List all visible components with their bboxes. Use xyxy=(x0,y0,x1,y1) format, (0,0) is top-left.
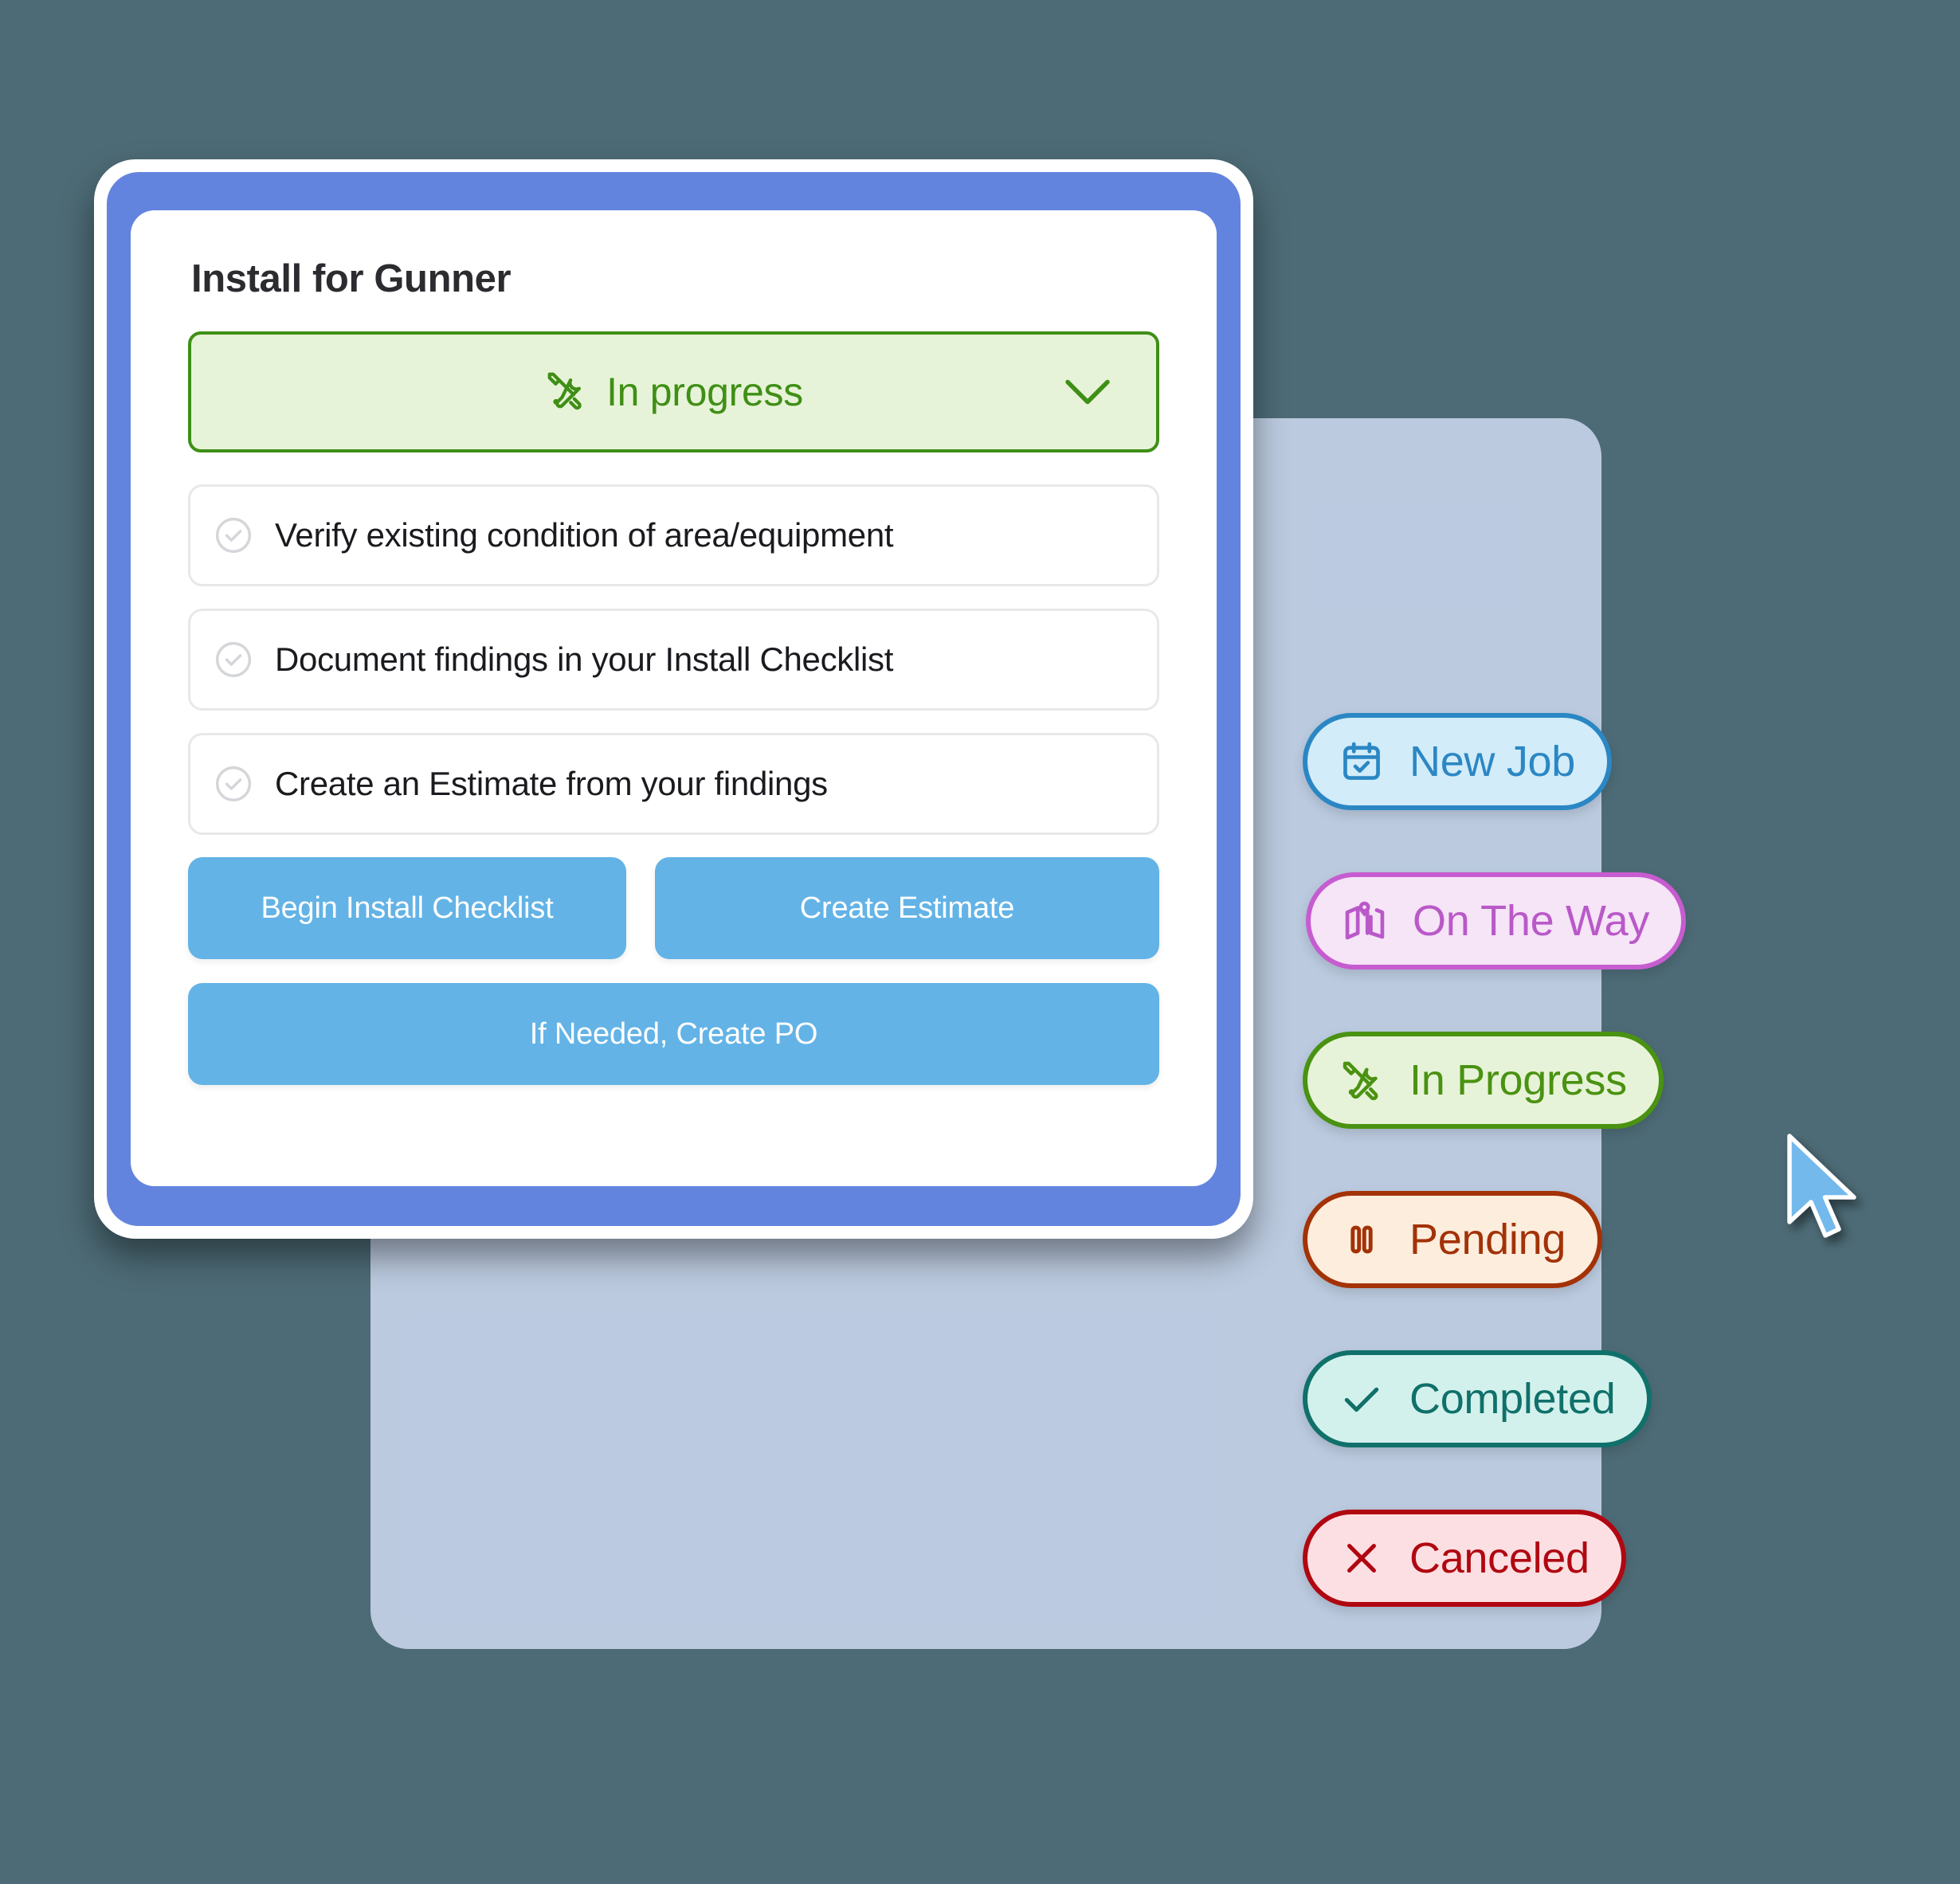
status-pill-label: New Job xyxy=(1409,738,1575,785)
pause-icon xyxy=(1339,1217,1384,1262)
status-pill-label: On The Way xyxy=(1413,897,1650,945)
status-pill-in-progress[interactable]: In Progress xyxy=(1303,1032,1664,1129)
status-pill-new-job[interactable]: New Job xyxy=(1303,713,1612,810)
checklist: Verify existing condition of area/equipm… xyxy=(188,484,1159,835)
check-circle-icon xyxy=(213,763,254,805)
status-pill-canceled[interactable]: Canceled xyxy=(1303,1510,1626,1607)
status-dropdown-value: In progress xyxy=(606,370,803,414)
x-icon xyxy=(1339,1536,1384,1580)
tools-icon xyxy=(1339,1058,1384,1103)
calendar-check-icon xyxy=(1339,739,1384,784)
list-item[interactable]: Document findings in your Install Checkl… xyxy=(188,609,1159,711)
status-dropdown[interactable]: In progress xyxy=(188,331,1159,452)
status-pill-pending[interactable]: Pending xyxy=(1303,1191,1603,1288)
create-po-button[interactable]: If Needed, Create PO xyxy=(188,983,1159,1085)
job-card: Install for Gunner In progress xyxy=(94,159,1253,1239)
list-item-label: Create an Estimate from your findings xyxy=(275,765,828,802)
page-title: Install for Gunner xyxy=(191,257,512,300)
status-pill-on-the-way[interactable]: On The Way xyxy=(1306,872,1687,969)
list-item[interactable]: Verify existing condition of area/equipm… xyxy=(188,484,1159,586)
tools-icon xyxy=(544,369,587,416)
status-pill-list: New Job On The Way In Progress xyxy=(1303,713,1860,1669)
status-pill-completed[interactable]: Completed xyxy=(1303,1350,1652,1447)
check-circle-icon xyxy=(213,515,254,556)
check-icon xyxy=(1339,1377,1384,1421)
job-card-surface: Install for Gunner In progress xyxy=(131,210,1217,1186)
list-item-label: Verify existing condition of area/equipm… xyxy=(275,516,894,554)
job-card-frame: Install for Gunner In progress xyxy=(107,172,1241,1226)
status-pill-label: Canceled xyxy=(1409,1534,1590,1582)
map-pin-icon xyxy=(1343,899,1387,943)
create-estimate-button[interactable]: Create Estimate xyxy=(655,857,1159,959)
chevron-down-icon[interactable] xyxy=(1064,377,1111,407)
status-dropdown-content: In progress xyxy=(544,369,803,416)
status-pill-label: Pending xyxy=(1409,1216,1566,1263)
action-button-row: Begin Install Checklist Create Estimate xyxy=(188,857,1159,959)
check-circle-icon xyxy=(213,639,254,680)
list-item[interactable]: Create an Estimate from your findings xyxy=(188,733,1159,835)
status-pill-label: Completed xyxy=(1409,1375,1616,1423)
begin-install-checklist-button[interactable]: Begin Install Checklist xyxy=(188,857,626,959)
list-item-label: Document findings in your Install Checkl… xyxy=(275,640,894,678)
status-pill-label: In Progress xyxy=(1409,1056,1627,1104)
